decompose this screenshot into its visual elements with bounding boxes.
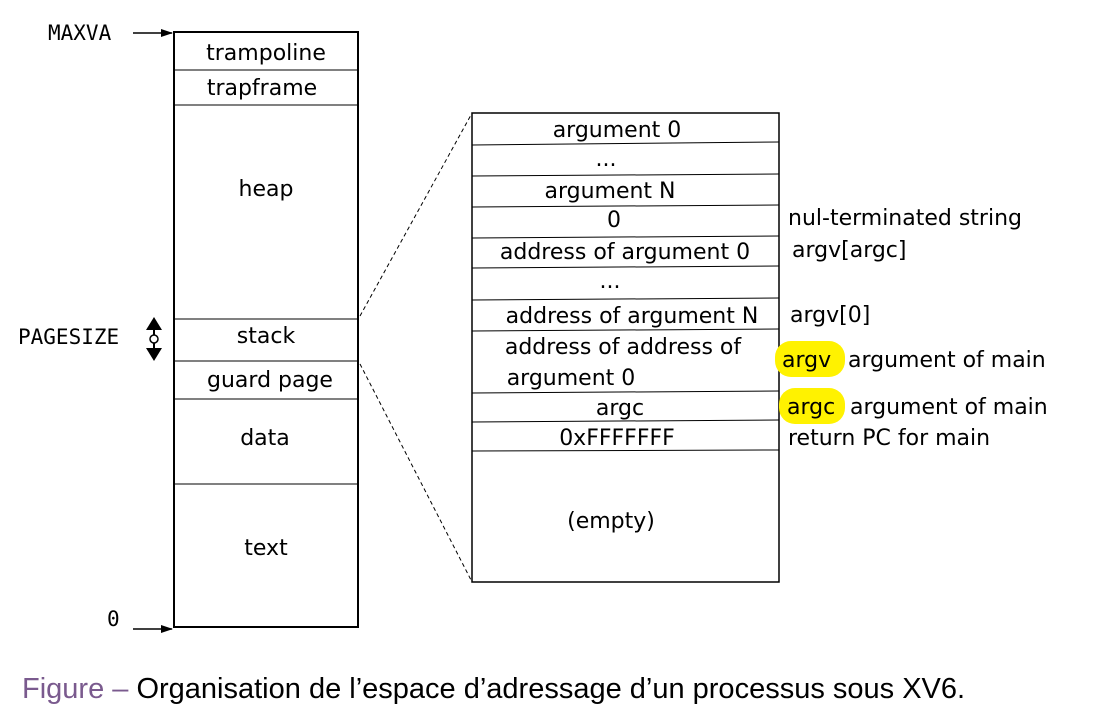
annotation-argv-0: argv[0] — [790, 303, 870, 328]
stack-cell-address-arg-0: address of argument 0 — [500, 240, 750, 265]
maxva-label: MAXVA — [48, 21, 112, 45]
stack-divider — [471, 449, 780, 452]
stack-cell-argv-line-2: argument 0 — [507, 366, 636, 391]
stack-divider — [471, 235, 780, 239]
region-guard-page: guard page — [207, 368, 333, 393]
address-space-column: trampoline trapframe heap stack guard pa… — [173, 31, 359, 628]
annotation-nul-string: nul-terminated string — [788, 206, 1022, 231]
region-data: data — [240, 426, 290, 451]
region-trampoline: trampoline — [206, 41, 326, 66]
stack-divider — [471, 141, 780, 146]
annotation-argv-argc: argv[argc] — [792, 238, 907, 263]
highlight-argv — [775, 341, 845, 377]
zero-label: 0 — [107, 607, 120, 631]
region-trapframe: trapframe — [207, 76, 317, 101]
stack-cell-nul: 0 — [607, 208, 621, 233]
stack-cell-ellipsis: ... — [596, 147, 617, 172]
stack-divider — [471, 297, 780, 301]
annotation-return-pc: return PC for main — [788, 426, 990, 451]
highlight-argc — [779, 388, 845, 424]
figure-caption: Figure – Organisation de l’espace d’adre… — [22, 673, 965, 706]
stack-annotations: nul-terminated string argv[argc] argv[0]… — [775, 206, 1048, 451]
address-markers: MAXVA PAGESIZE 0 — [18, 21, 173, 633]
stack-cell-return-pc: 0xFFFFFFF — [559, 426, 675, 451]
stack-cell-empty: (empty) — [567, 509, 655, 534]
stack-divider — [471, 328, 780, 332]
pagesize-double-arrow-icon — [146, 317, 162, 361]
stack-cell-ellipsis: ... — [600, 269, 621, 294]
region-stack: stack — [237, 324, 296, 349]
stack-detail-column: argument 0 ... argument N 0 address of a… — [471, 112, 780, 583]
region-text: text — [244, 536, 288, 561]
annotation-argc-text: argument of main — [850, 395, 1048, 420]
stack-cell-argument-0: argument 0 — [553, 118, 682, 143]
address-space-box — [173, 31, 359, 628]
annotation-argv-text: argument of main — [848, 348, 1046, 373]
stack-cell-argv-line-1: address of address of — [505, 335, 743, 360]
zoom-line-top — [359, 114, 472, 317]
stack-cell-address-arg-n: address of argument N — [506, 304, 759, 329]
caption-text: Organisation de l’espace d’adressage d’u… — [136, 673, 966, 705]
caption-prefix: Figure – — [22, 673, 129, 705]
stack-divider — [471, 390, 780, 394]
annotation-argc-highlight: argc — [787, 395, 835, 420]
stack-divider — [471, 419, 780, 423]
stack-cell-argc: argc — [596, 396, 644, 421]
stack-cell-argument-n: argument N — [544, 179, 675, 204]
region-heap: heap — [239, 177, 294, 202]
pagesize-label: PAGESIZE — [18, 325, 119, 349]
stack-divider — [471, 265, 780, 269]
stack-divider — [471, 173, 780, 177]
stack-divider — [471, 204, 780, 208]
zoom-line-bottom — [359, 363, 472, 581]
annotation-argv-highlight: argv — [782, 348, 831, 373]
